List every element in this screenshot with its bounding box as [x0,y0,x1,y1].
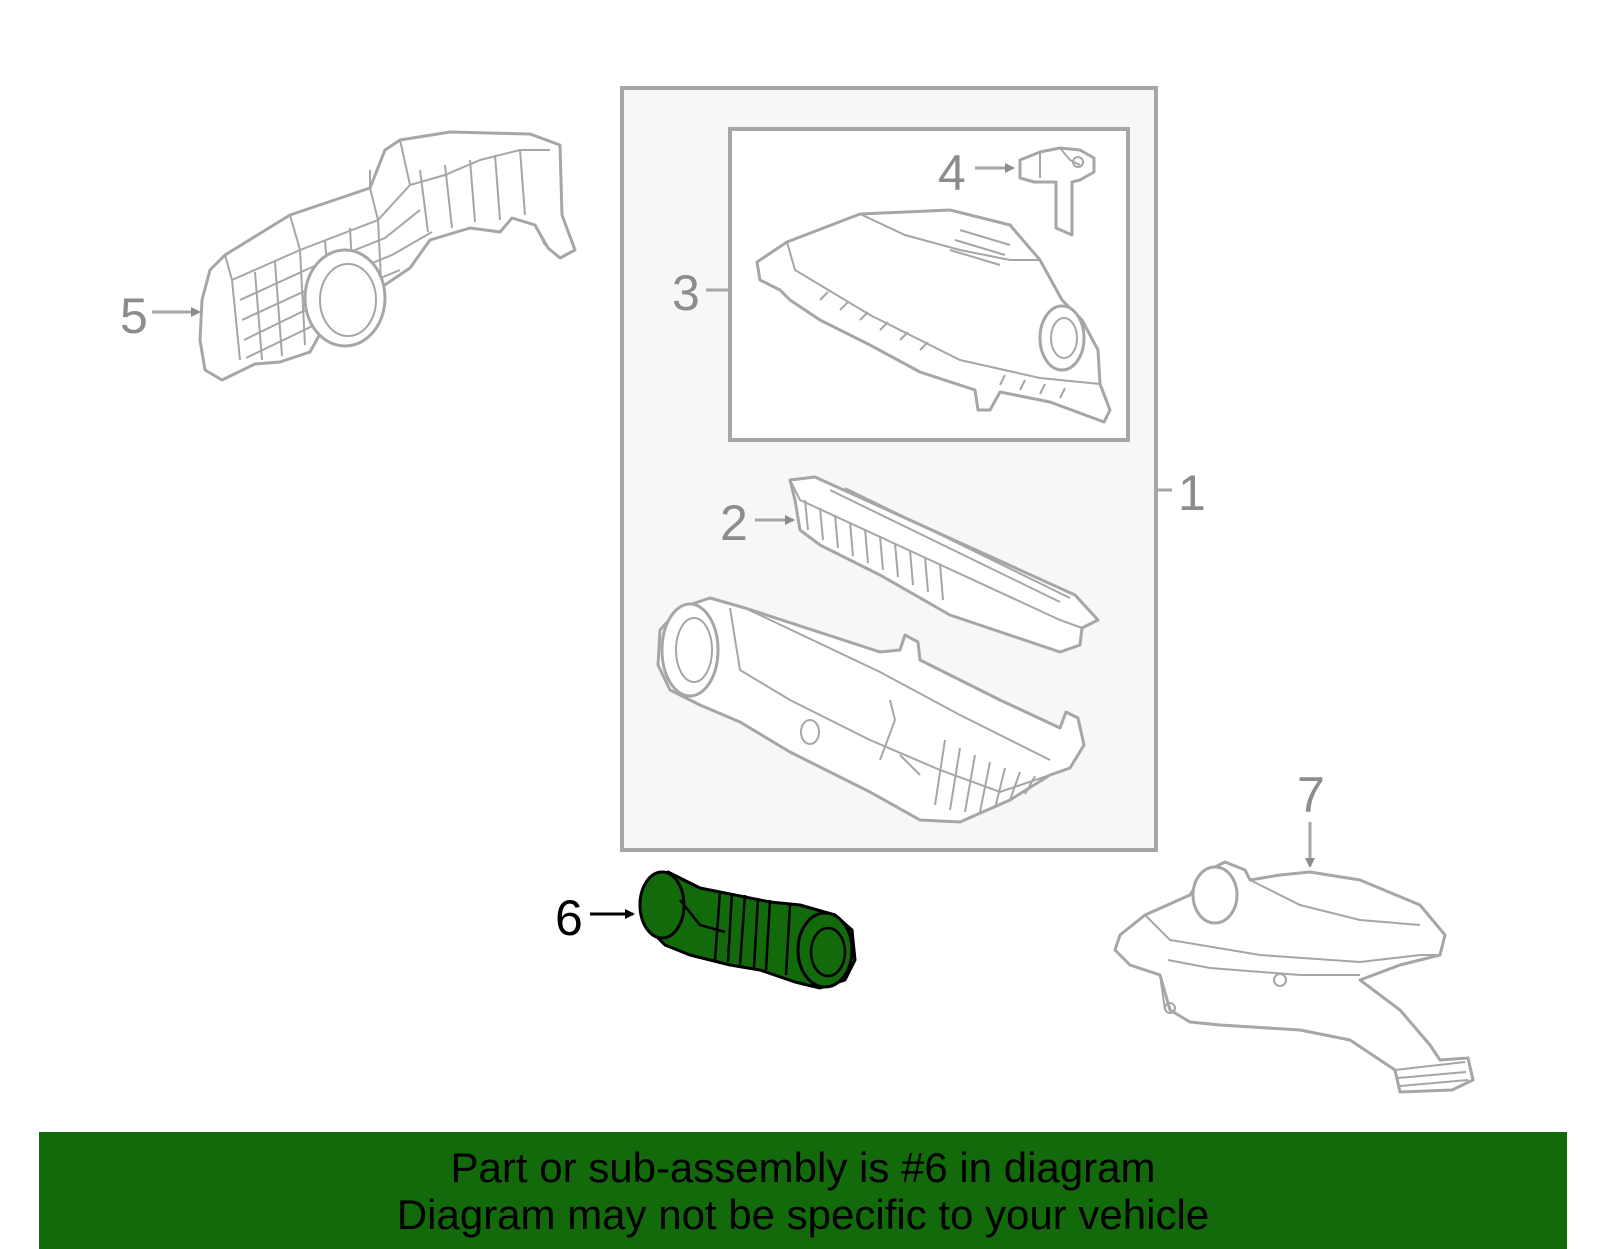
callout-2: 2 [720,495,748,551]
part-5-duct: 5 [120,130,577,382]
callout-4: 4 [938,145,966,201]
callout-1: 1 [1178,465,1206,521]
info-banner: Part or sub-assembly is #6 in diagram Di… [39,1132,1567,1249]
callout-5: 5 [120,288,148,344]
callout-6: 6 [555,890,583,946]
part-4-sensor: 4 [938,145,1096,237]
lower-housing [656,596,1086,824]
part-7-resonator: 7 [1113,767,1475,1094]
part-6-hose: 6 [555,870,857,990]
part-2-filter: 2 [720,475,1100,654]
callout-7: 7 [1297,767,1325,823]
callout-3: 3 [672,265,700,321]
banner-line-1: Part or sub-assembly is #6 in diagram [450,1144,1156,1191]
part-3-cover: 3 [672,208,1112,424]
banner-line-2: Diagram may not be specific to your vehi… [396,1191,1210,1238]
